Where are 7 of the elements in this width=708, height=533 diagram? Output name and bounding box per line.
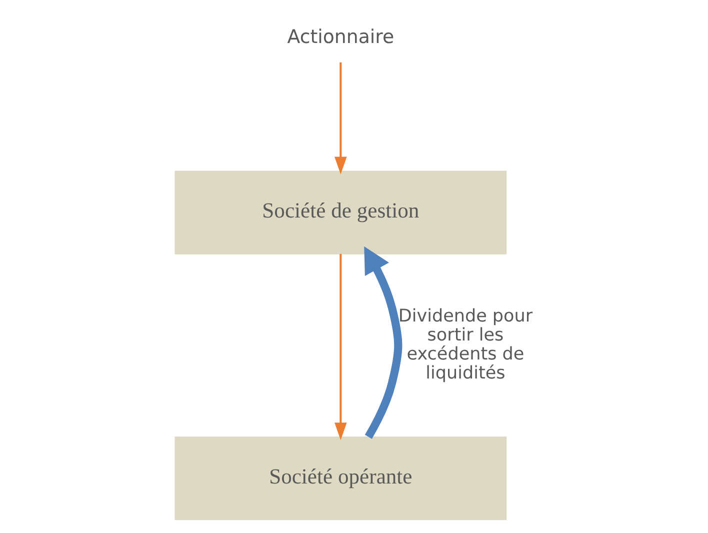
edge-label: Dividende pour sortir les excédents de liquidités	[398, 306, 532, 384]
arrow	[334, 62, 346, 174]
node-text: Actionnaire	[286, 26, 394, 48]
node-box: Société de gestion	[174, 170, 506, 254]
arrow	[364, 246, 402, 439]
node-box: Société opérante	[174, 436, 506, 520]
arrow	[334, 254, 346, 440]
